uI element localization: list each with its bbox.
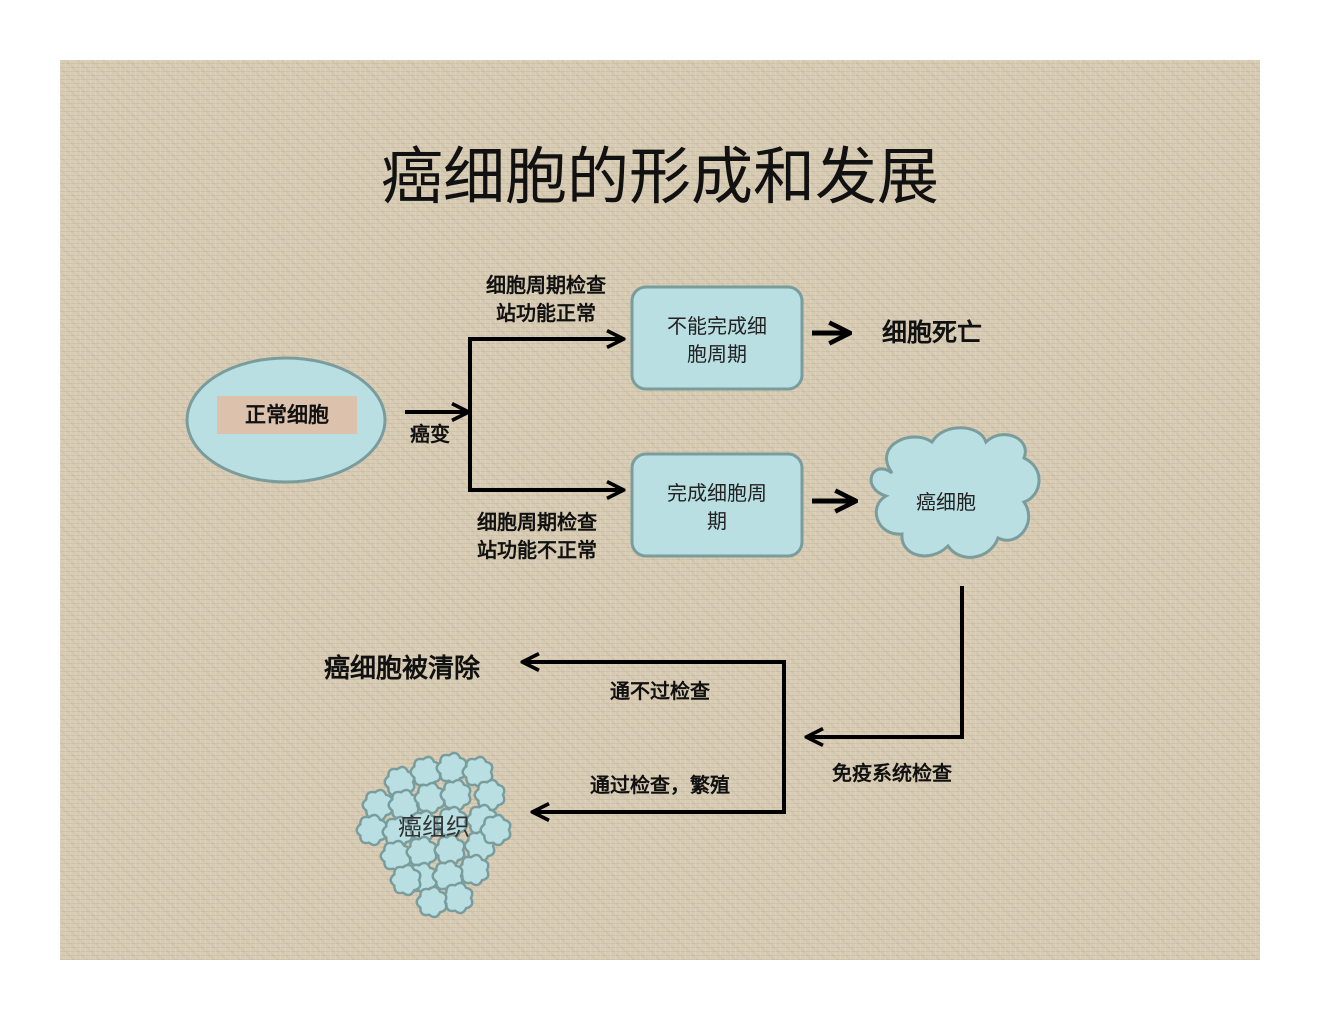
checkpoint-normal-label-2: 站功能正常 <box>496 301 596 325</box>
flow-diagram: 癌细胞的形成和发展 正常细胞 癌变 细胞周期检查 站功能正常 细胞周期检查 站功… <box>185 140 1041 919</box>
cancer-cell-node <box>869 426 1041 559</box>
cannot-complete-label-1: 不能完成细 <box>667 314 767 338</box>
cancer-tissue-label: 癌组织 <box>398 813 470 841</box>
tissue-cell-blob <box>361 788 394 822</box>
checkpoint-abnormal-label-1: 细胞周期检查 <box>477 510 597 534</box>
tissue-cell-blob <box>407 809 440 843</box>
tissue-cell-blob <box>387 788 420 822</box>
normal-cell-label-box <box>217 396 357 434</box>
cannot-complete-cycle-node <box>630 285 804 391</box>
canceration-label: 癌变 <box>410 422 450 446</box>
tissue-cell-blob <box>389 863 422 897</box>
cannot-complete-label-2: 胞周期 <box>687 342 747 366</box>
tissue-cell-blob <box>479 813 512 847</box>
cancer-tissue-cluster <box>355 751 512 919</box>
cell-death-label: 细胞死亡 <box>882 318 982 347</box>
page-title: 癌细胞的形成和发展 <box>381 140 939 213</box>
pass-check-label: 通过检查，繁殖 <box>590 773 730 797</box>
tissue-cell-blob <box>413 781 446 815</box>
immune-check-line <box>808 586 964 737</box>
tissue-cell-blob <box>435 805 468 839</box>
complete-cycle-label-2: 期 <box>707 509 727 533</box>
fail-check-line <box>524 662 786 812</box>
fail-check-label: 通不过检查 <box>610 679 710 703</box>
tissue-cell-blob <box>439 778 472 812</box>
cancer-cleared-label: 癌细胞被清除 <box>324 653 481 684</box>
slide: 癌细胞的形成和发展 正常细胞 癌变 细胞周期检查 站功能正常 细胞周期检查 站功… <box>60 60 1260 960</box>
checkpoint-normal-label-1: 细胞周期检查 <box>486 273 606 297</box>
tissue-cell-blob <box>405 835 438 869</box>
tissue-cell-blob <box>473 778 506 812</box>
tissue-cell-blob <box>433 833 466 867</box>
tissue-cell-blob <box>415 885 448 919</box>
complete-cycle-label-1: 完成细胞周 <box>667 481 767 505</box>
normal-cell-label: 正常细胞 <box>245 403 329 427</box>
tissue-cell-blob <box>435 751 468 785</box>
complete-cycle-node <box>630 452 804 558</box>
tissue-cell-blob <box>409 755 442 789</box>
cancer-cell-label: 癌细胞 <box>916 490 976 514</box>
tissue-cell-blob <box>355 813 388 847</box>
immune-check-label: 免疫系统检查 <box>832 761 952 785</box>
tissue-cell-blob <box>381 815 414 849</box>
checkpoint-abnormal-label-2: 站功能不正常 <box>477 538 597 562</box>
